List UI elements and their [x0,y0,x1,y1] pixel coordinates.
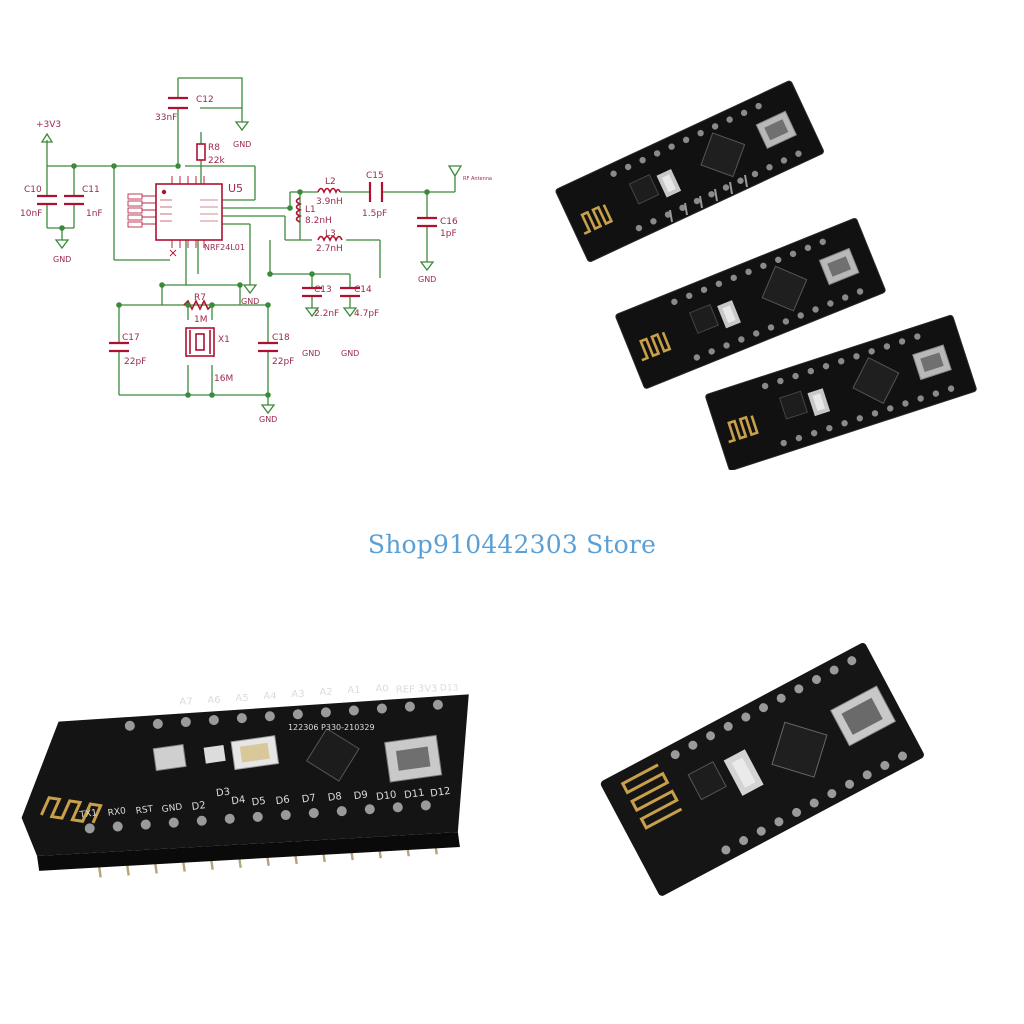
pin-label-d7: D7 [301,793,316,806]
pin-label-a0: A0 [375,683,388,694]
c17-ref: C17 [122,333,140,343]
l1-ref: L1 [305,205,316,215]
board-photo-top-view [600,643,924,896]
r7-ref: R7 [194,293,206,303]
l2-ref: L2 [325,177,336,187]
gnd-label-c13: GND [302,349,320,358]
c13-value: 2.2nF [314,309,339,319]
pin-label-d10: D10 [375,789,397,803]
pin-label-d4: D4 [231,794,246,807]
l3-value: 2.7nH [316,244,343,254]
pin-label-d2: D2 [191,800,206,813]
chip-ref: U5 [228,182,243,195]
c18-ref: C18 [272,333,290,343]
gnd-label-c16: GND [418,275,436,284]
power-label: +3V3 [36,120,61,130]
c11-value: 1nF [86,209,103,219]
x1-value: 16M [214,374,233,384]
c17-value: 22pF [124,357,146,367]
pin-label-a6: A6 [207,695,220,706]
c11-ref: C11 [82,185,100,195]
c14-value: 4.7pF [354,309,379,319]
pin-label-a2: A2 [319,687,332,698]
c16-ref: C16 [440,217,458,227]
pin-label-a4: A4 [263,691,276,702]
c18-value: 22pF [272,357,294,367]
r8-value: 22k [208,156,225,166]
gnd-label-c14: GND [341,349,359,358]
board-photo-angled: A7 A6 A5 A4 A3 A2 A1 A0 REF 3V3 D13 1223… [21,683,469,878]
pin-label-rx0: RX0 [107,806,127,818]
gnd-label-chip: GND [241,297,259,306]
pin-label-d3: D3 [215,787,230,800]
antenna-label: RF Antenna [463,176,492,182]
c15-value: 1.5pF [362,209,387,219]
pin-label-d12: D12 [430,786,452,800]
store-watermark: Shop910442303 Store [367,530,657,559]
pin-label-rst: RST [135,804,154,816]
board-serial: 122306 P330-210329 [288,723,375,732]
nrf24l01-schematic: U5 NRF24L01 +3V3 C12 33nF R8 22k C10 10n… [20,77,492,424]
three-boards-photo [553,78,979,470]
gnd-label-c12: GND [233,140,251,149]
pin-label-d6: D6 [275,794,290,807]
nrf24l01-chip: U5 NRF24L01 [127,176,245,257]
c12-value: 33nF [155,113,177,123]
c10-ref: C10 [24,185,42,195]
pin-label-d13: D13 [440,683,458,693]
gnd-label-crystal: GND [259,415,277,424]
c13-ref: C13 [314,285,332,295]
c10-value: 10nF [20,209,42,219]
c12-ref: C12 [196,95,214,105]
r8-ref: R8 [208,143,220,153]
pin-label-ref: REF [396,684,415,695]
c15-ref: C15 [366,171,384,181]
pin-label-d11: D11 [403,787,425,801]
pin-label-a5: A5 [235,693,248,704]
chip-name: NRF24L01 [204,243,245,252]
pin-label-d8: D8 [327,791,342,804]
pin-label-d9: D9 [353,789,368,802]
c16-value: 1pF [440,229,457,239]
pin-label-3v3: 3V3 [418,683,438,694]
x1-ref: X1 [218,335,230,345]
l3-ref: L3 [325,229,336,239]
pin-label-d5: D5 [251,796,266,809]
pin-label-gnd: GND [161,802,183,815]
pin-label-a3: A3 [291,689,304,700]
r7-value: 1M [194,315,208,325]
l1-value: 8.2nH [305,216,332,226]
pin-label-a1: A1 [347,685,360,696]
gnd-label-c10: GND [53,255,71,264]
pin-label-a7: A7 [179,697,192,708]
c14-ref: C14 [354,285,372,295]
l2-value: 3.9nH [316,197,343,207]
pin-label-tx1: TX1 [78,808,98,820]
